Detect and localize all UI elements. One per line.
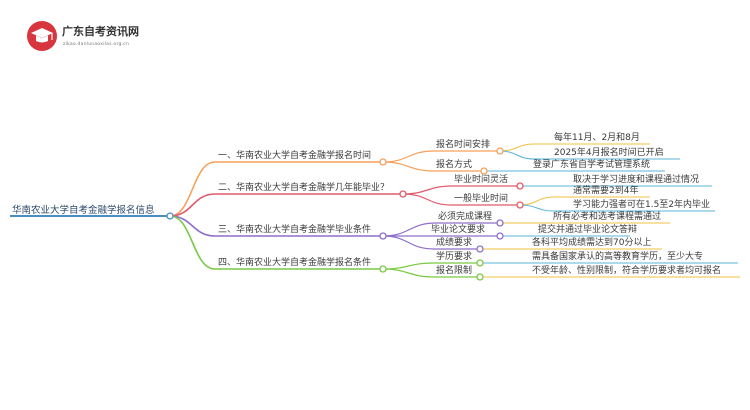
leaf-thesis-defense: 提交并通过毕业论文答辩 — [538, 225, 638, 235]
leaf-registration-opened: 2025年4月报名时间已开启 — [554, 148, 664, 158]
mindmap-root[interactable]: 华南农业大学自考金融学报名信息 — [12, 205, 155, 216]
branch-4-curve — [169, 215, 216, 270]
leaf-study-progress: 取决于学习进度和课程通过情况 — [573, 175, 700, 185]
branch-2-child-2-leaf-1-curve — [519, 196, 555, 206]
leaf-education-level: 需具备国家承认的高等教育学历，至少大专 — [532, 252, 704, 262]
branch-graduation-requirements[interactable]: 三、华南农业大学自考金融学毕业条件 — [218, 225, 372, 235]
branch-4-child-2-toggle[interactable] — [476, 273, 484, 281]
graduation-cap-logo-icon — [27, 21, 57, 51]
node-registration-method[interactable]: 报名方式 — [436, 160, 473, 170]
branch-1-child-2-curve — [382, 161, 435, 172]
branch-3-curve — [169, 215, 216, 237]
branch-2-child-2-leaf-2-curve — [519, 204, 555, 212]
site-domain: zikao.danlunaoxilas.org.cn — [63, 42, 130, 47]
branch-3-child-1-toggle[interactable] — [496, 219, 504, 227]
branch-1-toggle[interactable] — [379, 158, 387, 166]
root-toggle[interactable] — [166, 212, 174, 220]
branch-3-toggle[interactable] — [379, 232, 387, 240]
node-general-graduation[interactable]: 一般毕业时间 — [454, 194, 509, 204]
leaf-registration-months: 每年11月、2月和8月 — [554, 133, 640, 143]
leaf-average-grade: 各科平均成绩需达到70分以上 — [532, 238, 652, 248]
branch-2-child-2-toggle[interactable] — [516, 201, 524, 209]
branch-3-child-3-curve — [382, 235, 435, 250]
branch-registration-conditions[interactable]: 四、华南农业大学自考金融学报名条件 — [218, 258, 372, 268]
branch-1-child-1-leaf-1-curve — [499, 143, 535, 152]
branch-1-child-1-leaf-2-curve — [499, 150, 535, 160]
branch-2-child-2-curve — [402, 193, 453, 206]
branch-1-curve — [169, 161, 216, 217]
node-thesis-requirement[interactable]: 毕业论文要求 — [431, 225, 486, 235]
site-title: 广东自考资讯网 — [62, 25, 139, 38]
branch-2-toggle[interactable] — [399, 190, 407, 198]
branch-2-curve — [169, 193, 216, 217]
leaf-fast-track: 学习能力强者可在1.5至2年内毕业 — [573, 200, 711, 210]
branch-graduation-years[interactable]: 二、华南农业大学自考金融学几年能毕业？ — [218, 183, 390, 193]
branch-4-child-2-curve — [382, 268, 435, 278]
branch-2-child-1-toggle[interactable] — [516, 182, 524, 190]
leaf-no-limits: 不受年龄、性别限制，符合学历要求者均可报名 — [532, 266, 722, 276]
leaf-registration-system: 登录广东省自学考试管理系统 — [533, 160, 651, 170]
branch-3-child-1-curve — [382, 222, 437, 237]
branch-3-child-3-toggle[interactable] — [476, 245, 484, 253]
branch-4-toggle[interactable] — [379, 265, 387, 273]
branch-3-child-2-toggle[interactable] — [496, 232, 504, 240]
branch-1-child-2-toggle[interactable] — [480, 167, 488, 175]
branch-registration-time[interactable]: 一、华南农业大学自考金融学报名时间 — [218, 151, 372, 161]
branch-1-child-1-curve — [382, 150, 435, 163]
node-required-courses[interactable]: 必须完成课程 — [438, 212, 493, 222]
node-registration-limits[interactable]: 报名限制 — [436, 266, 473, 276]
branch-4-child-1-curve — [382, 262, 435, 270]
node-registration-schedule[interactable]: 报名时间安排 — [436, 140, 491, 150]
site-logo[interactable]: 广东自考资讯网 zikao.danlunaoxilas.org.cn — [26, 20, 146, 60]
node-grade-requirement[interactable]: 成绩要求 — [436, 238, 473, 248]
branch-2-child-1-curve — [402, 185, 453, 195]
branch-1-child-1-toggle[interactable] — [496, 147, 504, 155]
node-flexible-graduation[interactable]: 毕业时间灵活 — [454, 175, 509, 185]
leaf-typical-duration: 通常需要2到4年 — [573, 186, 639, 196]
leaf-all-courses: 所有必考和选考课程需通过 — [553, 212, 662, 222]
node-education-requirement[interactable]: 学历要求 — [436, 252, 473, 262]
branch-4-child-1-toggle[interactable] — [476, 259, 484, 267]
